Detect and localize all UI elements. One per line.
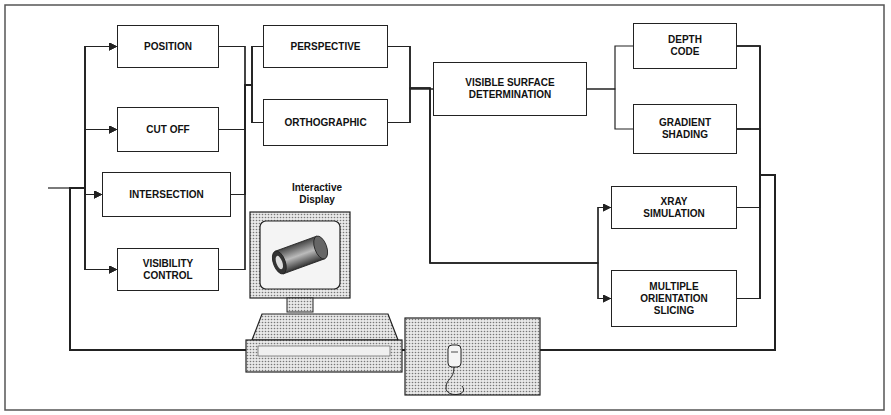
flow-connector — [70, 129, 775, 350]
flow-connector — [219, 47, 263, 123]
monitor — [250, 212, 350, 312]
puck-cord — [446, 367, 464, 395]
tablet-puck — [448, 345, 461, 367]
process-box: XRAY SIMULATION — [611, 186, 737, 229]
flow-connector — [70, 47, 775, 351]
keyboard — [246, 314, 402, 372]
flow-connector — [388, 88, 611, 299]
box-label: VISIBILITY CONTROL — [128, 258, 208, 282]
flow-connector — [587, 89, 633, 129]
flow-connector — [70, 129, 775, 350]
tablet-pad — [405, 318, 540, 395]
process-box: INTERSECTION — [102, 172, 231, 217]
process-box: PERSPECTIVE — [263, 25, 388, 68]
flow-connector — [388, 47, 611, 264]
box-label: PERSPECTIVE — [290, 41, 360, 53]
flow-connector — [70, 46, 775, 350]
box-label: MULTIPLE ORIENTATION SLICING — [633, 281, 715, 317]
process-box: GRADIENT SHADING — [633, 104, 737, 154]
cylinder-image — [270, 234, 331, 276]
box-label: ORTHOGRAPHIC — [284, 117, 366, 129]
flow-connector — [231, 85, 263, 195]
box-label: DEPTH CODE — [660, 34, 710, 58]
frame-border — [5, 5, 884, 410]
device-label: Interactive Display — [284, 182, 350, 206]
monitor-screen — [260, 221, 340, 289]
keyboard-keys — [258, 346, 390, 356]
monitor-stand — [287, 298, 313, 312]
process-box: MULTIPLE ORIENTATION SLICING — [611, 270, 737, 327]
process-box: VISIBLE SURFACE DETERMINATION — [433, 62, 587, 116]
flow-connector — [70, 46, 775, 350]
box-label: XRAY SIMULATION — [639, 196, 709, 220]
digitizer-tablet — [405, 318, 540, 395]
process-box: DEPTH CODE — [633, 23, 737, 69]
box-label: CUT OFF — [146, 124, 189, 136]
process-box: ORTHOGRAPHIC — [263, 99, 388, 146]
flow-connector — [219, 47, 263, 86]
input-line — [48, 187, 70, 188]
box-label: GRADIENT SHADING — [650, 117, 720, 141]
keyboard-top — [252, 314, 398, 340]
keyboard-base — [246, 340, 402, 372]
flow-connector — [70, 47, 775, 351]
flow-connector — [70, 130, 775, 351]
box-label: POSITION — [144, 41, 192, 53]
flow-connector — [70, 47, 775, 351]
process-box: VISIBILITY CONTROL — [117, 248, 219, 291]
process-box: CUT OFF — [117, 107, 219, 152]
flow-connector — [587, 46, 633, 89]
process-box: POSITION — [117, 25, 219, 68]
monitor-case — [250, 212, 350, 298]
flow-connector — [70, 46, 775, 350]
flow-connector — [231, 47, 263, 195]
flow-connector — [388, 47, 611, 299]
flow-connector — [70, 129, 775, 350]
flow-connector — [70, 46, 775, 350]
box-label: VISIBLE SURFACE DETERMINATION — [450, 77, 570, 101]
box-label: INTERSECTION — [129, 189, 203, 201]
flow-connector — [70, 130, 775, 351]
flow-connector — [219, 47, 263, 130]
